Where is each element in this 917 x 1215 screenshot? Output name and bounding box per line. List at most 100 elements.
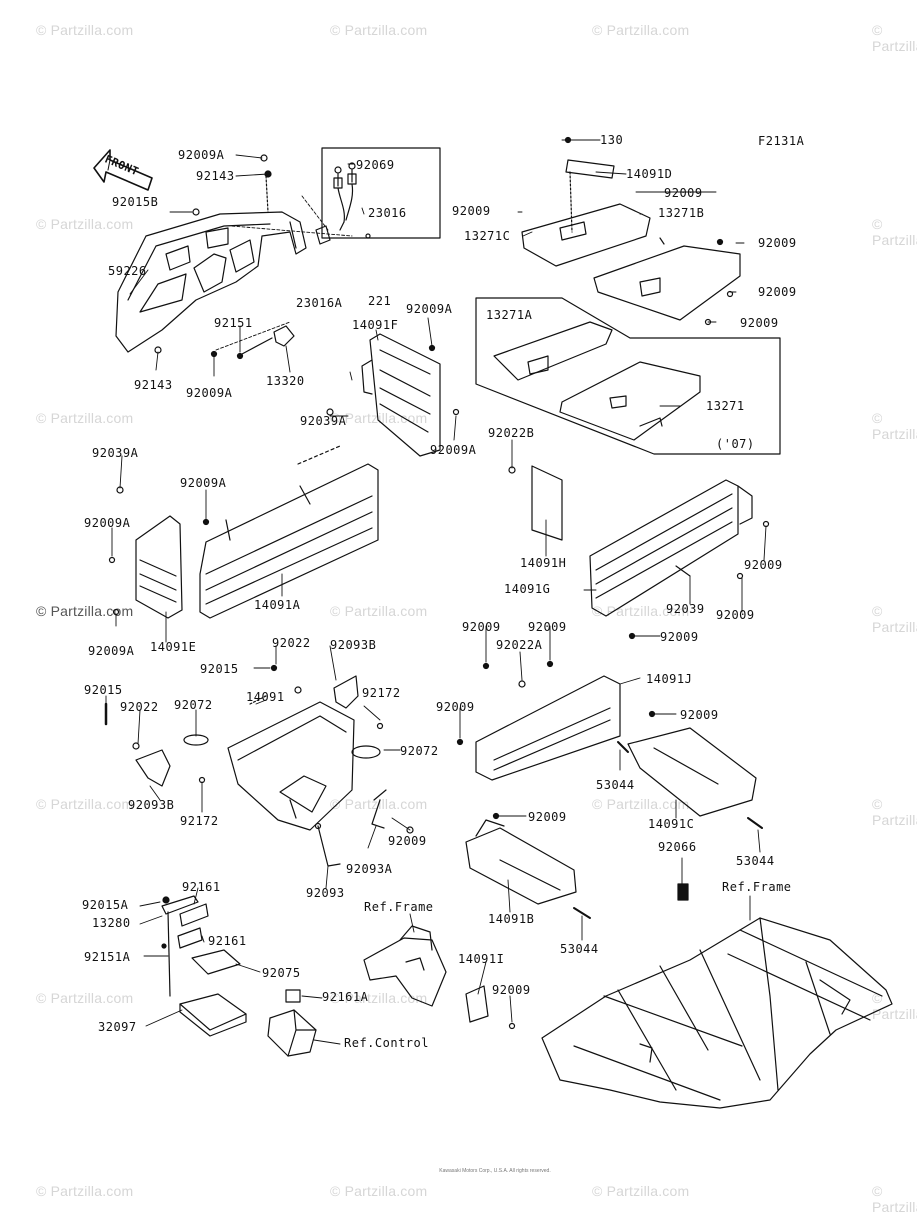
part-label-92022B[interactable]: 92022B xyxy=(488,426,535,440)
part-label-92161A[interactable]: 92161A xyxy=(322,990,369,1004)
bracket-92093B xyxy=(270,664,384,730)
part-label-221[interactable]: 221 xyxy=(368,294,392,308)
part-label-92009[interactable]: 92009 xyxy=(664,186,703,200)
part-label-130[interactable]: 130 xyxy=(600,133,624,147)
bracket-14091D xyxy=(565,159,615,179)
part-label-14091C[interactable]: 14091C xyxy=(648,817,695,831)
part-label-13280[interactable]: 13280 xyxy=(92,916,131,930)
part-label-13320[interactable]: 13320 xyxy=(266,374,305,388)
part-label-14091J[interactable]: 14091J xyxy=(646,672,693,686)
part-label-92009[interactable]: 92009 xyxy=(528,620,567,634)
part-label-92151A[interactable]: 92151A xyxy=(84,950,131,964)
part-label-92009A[interactable]: 92009A xyxy=(178,148,225,162)
part-label-92009[interactable]: 92009 xyxy=(436,700,475,714)
part-label-92009[interactable]: 92009 xyxy=(528,810,567,824)
part-label-14091B[interactable]: 14091B xyxy=(488,912,535,926)
watermark: © Partzilla.com xyxy=(592,796,690,812)
part-label-23016[interactable]: 23016 xyxy=(368,206,407,220)
part-label-13271C[interactable]: 13271C xyxy=(464,229,511,243)
part-label-92009A[interactable]: 92009A xyxy=(430,443,477,457)
part-label-92009[interactable]: 92009 xyxy=(744,558,783,572)
part-label-92009[interactable]: 92009 xyxy=(758,236,797,250)
watermark: © Partzilla.com xyxy=(36,1183,134,1199)
part-label-92039[interactable]: 92039 xyxy=(666,602,705,616)
part-label-53044[interactable]: 53044 xyxy=(560,942,599,956)
part-label-14091G[interactable]: 14091G xyxy=(504,582,551,596)
part-label-59226[interactable]: 59226 xyxy=(108,264,147,278)
part-label-13271B[interactable]: 13271B xyxy=(658,206,705,220)
part-label-92009[interactable]: 92009 xyxy=(492,983,531,997)
part-label-53044[interactable]: 53044 xyxy=(596,778,635,792)
plate-13271A xyxy=(493,321,613,381)
part-label-92066[interactable]: 92066 xyxy=(658,840,697,854)
part-label-92022[interactable]: 92022 xyxy=(272,636,311,650)
part-label-92143[interactable]: 92143 xyxy=(134,378,173,392)
part-label-92039A[interactable]: 92039A xyxy=(92,446,139,460)
part-label-92015B[interactable]: 92015B xyxy=(112,195,159,209)
part-label-92009A[interactable]: 92009A xyxy=(84,516,131,530)
part-label-32097[interactable]: 32097 xyxy=(98,1020,137,1034)
part-label-14091D[interactable]: 14091D xyxy=(626,167,673,181)
watermark: © Partzilla.com xyxy=(872,22,917,54)
part-label-92072[interactable]: 92072 xyxy=(174,698,213,712)
part-label-92009[interactable]: 92009 xyxy=(716,608,755,622)
cover-14091G xyxy=(589,479,770,640)
part-label-92009A[interactable]: 92009A xyxy=(180,476,227,490)
rod-92093 xyxy=(314,822,341,867)
case-32097 xyxy=(179,993,247,1037)
part-label-92009A[interactable]: 92009A xyxy=(186,386,233,400)
harness-23016 xyxy=(333,162,357,231)
part-label-92093B[interactable]: 92093B xyxy=(128,798,175,812)
part-label-92075[interactable]: 92075 xyxy=(262,966,301,980)
part-label-92093A[interactable]: 92093A xyxy=(346,862,393,876)
ref-frame-label[interactable]: Ref.Frame xyxy=(364,900,434,914)
leader-lines xyxy=(105,139,767,1045)
plate-13271 xyxy=(559,361,701,441)
part-label-14091A[interactable]: 14091A xyxy=(254,598,301,612)
part-label-92093[interactable]: 92093 xyxy=(306,886,345,900)
part-label-92022A[interactable]: 92022A xyxy=(496,638,543,652)
part-label-14091[interactable]: 14091 xyxy=(246,690,285,704)
watermark: © Partzilla.com xyxy=(872,603,917,635)
part-label-92009A[interactable]: 92009A xyxy=(88,644,135,658)
part-label-92172[interactable]: 92172 xyxy=(180,814,219,828)
part-label-92015A[interactable]: 92015A xyxy=(82,898,129,912)
part-label-53044[interactable]: 53044 xyxy=(736,854,775,868)
ref-frame-label[interactable]: Ref.Frame xyxy=(722,880,792,894)
pad-92075 xyxy=(191,949,241,975)
part-label-14091I[interactable]: 14091I xyxy=(458,952,505,966)
part-label-13271A[interactable]: 13271A xyxy=(486,308,533,322)
rod-92093A xyxy=(371,789,414,834)
part-label-92039A[interactable]: 92039A xyxy=(300,414,347,428)
watermark: © Partzilla.com xyxy=(36,796,134,812)
part-label-92009[interactable]: 92009 xyxy=(462,620,501,634)
part-label-92172[interactable]: 92172 xyxy=(362,686,401,700)
part-label-92093B[interactable]: 92093B xyxy=(330,638,377,652)
part-label-92022[interactable]: 92022 xyxy=(120,700,159,714)
part-label-92009[interactable]: 92009 xyxy=(758,285,797,299)
part-label-92015[interactable]: 92015 xyxy=(84,683,123,697)
part-label-14091E[interactable]: 14091E xyxy=(150,640,197,654)
part-label-13271[interactable]: 13271 xyxy=(706,399,745,413)
part-label-92151[interactable]: 92151 xyxy=(214,316,253,330)
part-label-92161[interactable]: 92161 xyxy=(182,880,221,894)
part-label-92161[interactable]: 92161 xyxy=(208,934,247,948)
part-label-23016A[interactable]: 23016A xyxy=(296,296,343,310)
part-label-92015[interactable]: 92015 xyxy=(200,662,239,676)
ref-frame-center xyxy=(363,925,447,1007)
part-label-92069[interactable]: 92069 xyxy=(356,158,395,172)
part-label-92009[interactable]: 92009 xyxy=(680,708,719,722)
part-label-92072[interactable]: 92072 xyxy=(400,744,439,758)
part-label-92143[interactable]: 92143 xyxy=(196,169,235,183)
part-label-92009[interactable]: 92009 xyxy=(388,834,427,848)
part-label-14091F[interactable]: 14091F xyxy=(352,318,399,332)
year-note: ('07) xyxy=(716,437,755,451)
part-label-14091H[interactable]: 14091H xyxy=(520,556,567,570)
part-label-92009A[interactable]: 92009A xyxy=(406,302,453,316)
part-label-92009[interactable]: 92009 xyxy=(452,204,491,218)
plate-13271C xyxy=(521,136,651,267)
part-label-92009[interactable]: 92009 xyxy=(740,316,779,330)
part-label-92009[interactable]: 92009 xyxy=(660,630,699,644)
ref-control-label[interactable]: Ref.Control xyxy=(344,1036,429,1050)
